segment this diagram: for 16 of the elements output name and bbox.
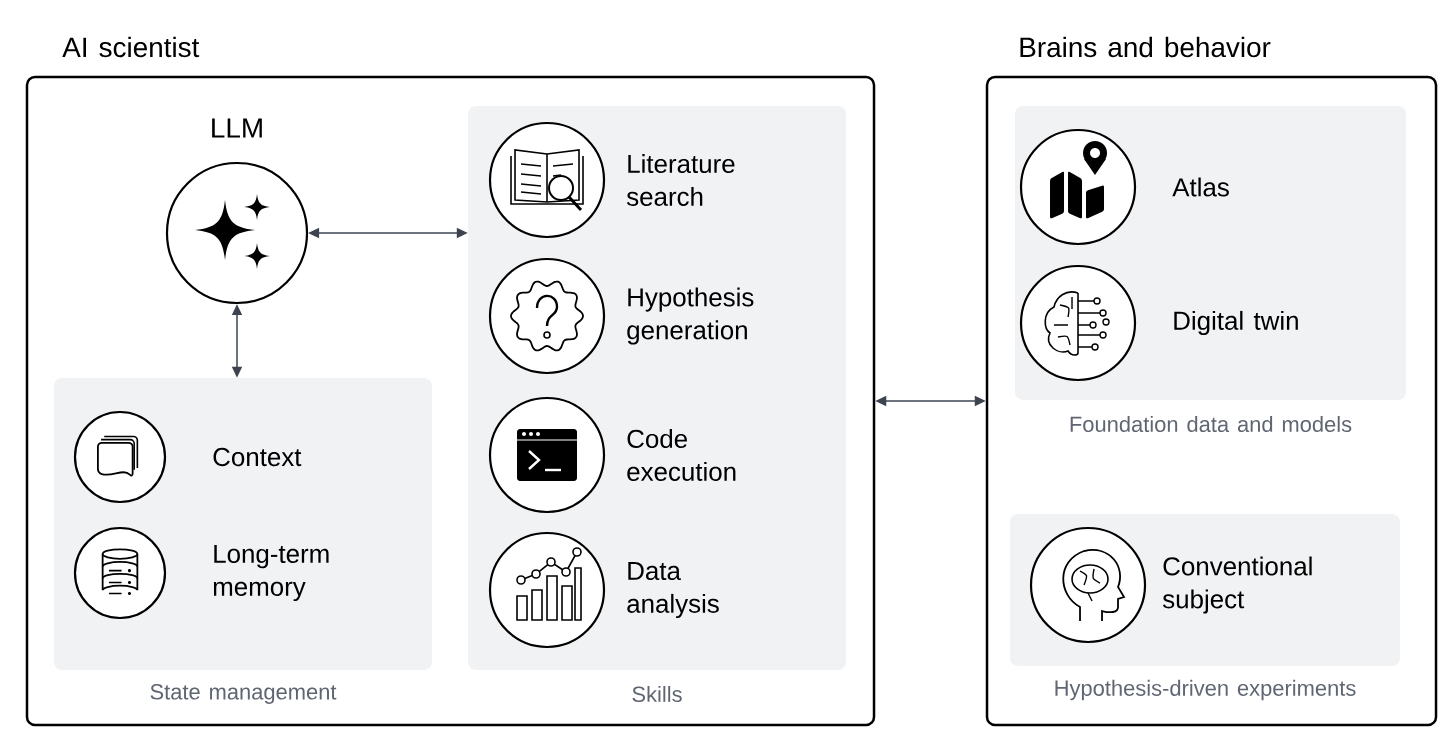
item-label: Conventional subject — [1162, 556, 1312, 614]
panel-caption: State management — [150, 684, 337, 704]
section-title: Brains and behavior — [1020, 36, 1271, 58]
panel-caption: Hypothesis-driven experiments — [1055, 679, 1356, 701]
item-label: Literature search — [626, 154, 735, 206]
model-label: LLM — [212, 118, 262, 138]
item-label: Context — [213, 447, 302, 467]
item-label: Hypothesis generation — [627, 287, 754, 345]
item-label: Digital twin — [1174, 310, 1298, 336]
item-label: Data analysis — [627, 561, 719, 619]
item-label: Code execution — [627, 429, 736, 481]
item-label: Atlas — [1172, 177, 1229, 197]
item-label: Long-term memory — [213, 544, 329, 602]
panel-caption: Skills — [632, 685, 682, 703]
panel-caption: Foundation data and models — [1070, 415, 1352, 433]
section-title: AI scientist — [62, 36, 200, 58]
